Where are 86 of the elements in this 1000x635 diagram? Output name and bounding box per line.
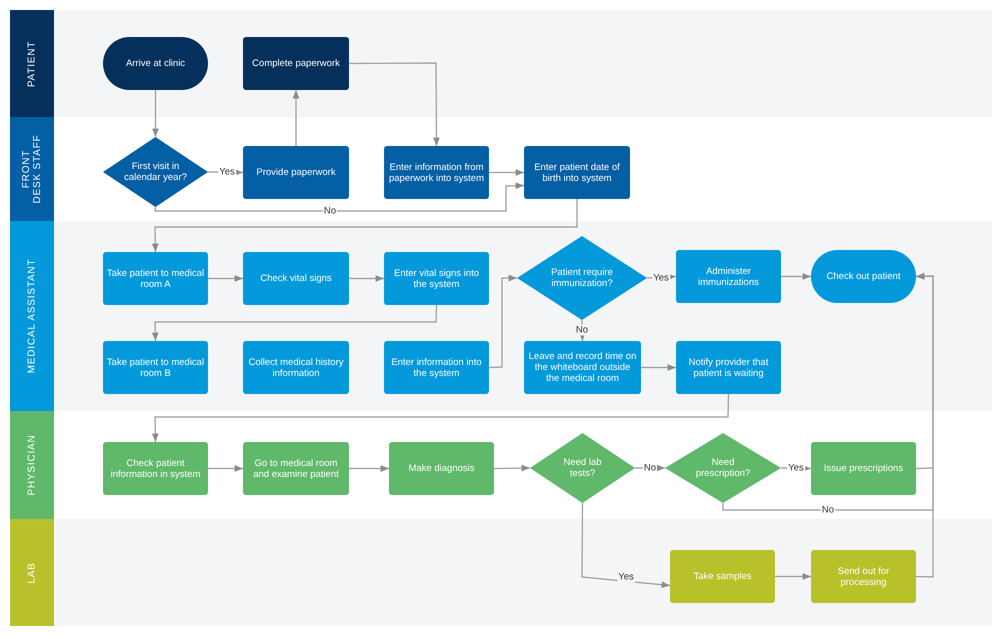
node-label: Administer immunizations	[697, 266, 760, 288]
decision-diamond	[665, 433, 781, 503]
node-label: Check vital signs	[259, 273, 333, 284]
node-label: Take patient to medical room A	[106, 268, 206, 290]
process-box	[676, 250, 781, 303]
process-box	[243, 442, 349, 495]
decision-diamond	[103, 137, 208, 207]
node-label: Check patient information in system	[110, 458, 202, 480]
swimlane	[10, 221, 992, 411]
lane-title: LAB	[26, 560, 38, 586]
node-label: Provide paperwork	[255, 167, 337, 178]
node-label: First visit in calendar year?	[123, 161, 188, 183]
node-label: Take samples	[692, 571, 753, 582]
node-label: Enter patient date of birth into system	[533, 162, 621, 184]
process-box	[389, 442, 494, 495]
process-box	[243, 37, 349, 90]
edge-label: No	[820, 504, 836, 516]
lane-title: MEDICAL ASSISTANT	[26, 258, 38, 374]
connector-arrow	[349, 62, 440, 146]
node-label: Issue prescriptions	[822, 463, 904, 474]
connector-arrow	[292, 90, 300, 146]
process-box	[103, 341, 208, 394]
connector-arrow	[349, 465, 389, 472]
process-box	[243, 146, 349, 199]
edge-label: No	[642, 462, 658, 474]
connector-arrow	[152, 304, 438, 342]
process-box	[670, 550, 775, 603]
connector-arrow	[152, 394, 730, 442]
edge-label: No	[322, 206, 338, 216]
lane-title: FRONT DESK STAFF	[21, 134, 43, 205]
node-label: Take patient to medical room B	[106, 356, 206, 378]
connector-arrow	[488, 274, 517, 368]
node-label: Collect medical history information	[247, 356, 345, 378]
node-label: Send out for processing	[836, 566, 890, 588]
connector-arrow	[641, 364, 676, 371]
node-label: Complete paperwork	[251, 58, 341, 69]
connector-arrow	[152, 199, 578, 252]
connector-arrow	[154, 182, 524, 212]
process-box	[524, 341, 641, 394]
connector-arrow	[208, 275, 243, 282]
edge-label: Yes	[218, 166, 236, 178]
connector-arrow	[349, 275, 384, 282]
process-box	[384, 252, 489, 305]
connector-arrow	[581, 503, 670, 588]
edge-label: Yes	[617, 572, 635, 582]
process-box	[384, 341, 489, 394]
edge-label: No	[574, 324, 590, 336]
node-label: Notify provider that patient is waiting	[688, 356, 770, 378]
connector-arrow	[781, 273, 811, 280]
process-box	[103, 252, 208, 305]
node-label: Enter information into the system	[390, 356, 483, 378]
swimlane	[10, 519, 992, 626]
terminal-shape	[103, 37, 208, 90]
node-label: Need lab tests?	[562, 457, 603, 479]
node-label: Need prescription?	[694, 457, 752, 479]
connector-arrow	[916, 272, 934, 578]
process-box	[811, 442, 916, 495]
process-box	[243, 341, 349, 394]
connector-arrow	[152, 90, 159, 137]
node-label: Enter information from paperwork into system	[388, 162, 486, 184]
node-label: Enter vital signs into the system	[392, 268, 480, 290]
process-box	[103, 442, 208, 495]
node-label: Arrive at clinic	[124, 58, 186, 69]
connector-arrow	[494, 464, 530, 472]
lane-title: PATIENT	[26, 39, 38, 89]
node-label: Patient require immunization?	[550, 267, 614, 289]
node-label: Go to medical room and examine patient	[252, 458, 340, 480]
swimlane	[10, 10, 992, 117]
process-box	[811, 550, 916, 603]
process-box	[384, 146, 489, 199]
process-box	[524, 146, 630, 199]
edge-label: Yes	[652, 272, 670, 284]
node-label: Make diagnosis	[407, 463, 476, 474]
edge-label: Yes	[787, 462, 805, 474]
node-label: Check out patient	[826, 271, 902, 282]
connector-arrow	[489, 169, 524, 176]
process-box	[676, 341, 781, 394]
node-label: Leave and record time on the whiteboard outside the medical room	[528, 351, 638, 384]
lane-title: PHYSICIAN	[26, 433, 38, 498]
process-box	[243, 252, 349, 305]
decision-diamond	[530, 433, 635, 503]
connector-arrow	[775, 573, 811, 580]
connector-arrow	[208, 465, 243, 472]
terminal-shape	[811, 250, 916, 303]
decision-diamond	[517, 236, 647, 320]
connector-arrow	[578, 320, 586, 342]
